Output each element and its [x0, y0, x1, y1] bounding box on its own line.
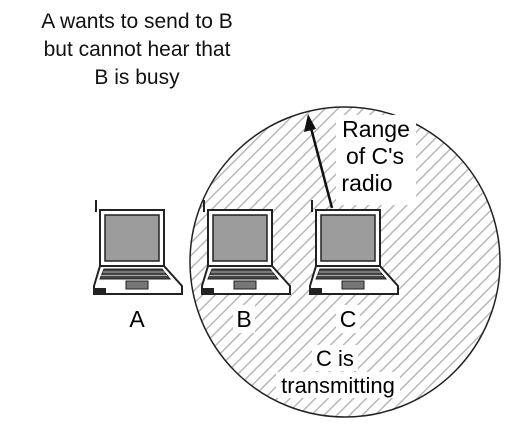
range-label-line1: Range [342, 116, 410, 142]
node-label-c: C [340, 306, 357, 332]
range-label-line3: radio [341, 170, 392, 196]
range-arrow [309, 127, 334, 209]
node-label-a: A [129, 306, 145, 332]
caption-line1: A wants to send to B [41, 10, 233, 33]
node-label-b: B [236, 306, 251, 332]
caption: A wants to send to B but cannot hear tha… [22, 8, 252, 92]
status-label-line1: C is [316, 346, 354, 371]
caption-line2: but cannot hear that [43, 38, 231, 61]
range-arrowhead [304, 114, 316, 132]
range-label-backing [336, 115, 416, 205]
status-label-backing-2 [276, 372, 400, 398]
laptop-a-icon [93, 199, 183, 295]
label-c-backing [336, 305, 360, 333]
status-label-backing-1 [312, 345, 358, 371]
status-label-line2: transmitting [281, 373, 395, 398]
range-label-line2: of C's [346, 143, 404, 169]
caption-line3: B is busy [94, 66, 180, 89]
label-b-backing [233, 305, 255, 333]
